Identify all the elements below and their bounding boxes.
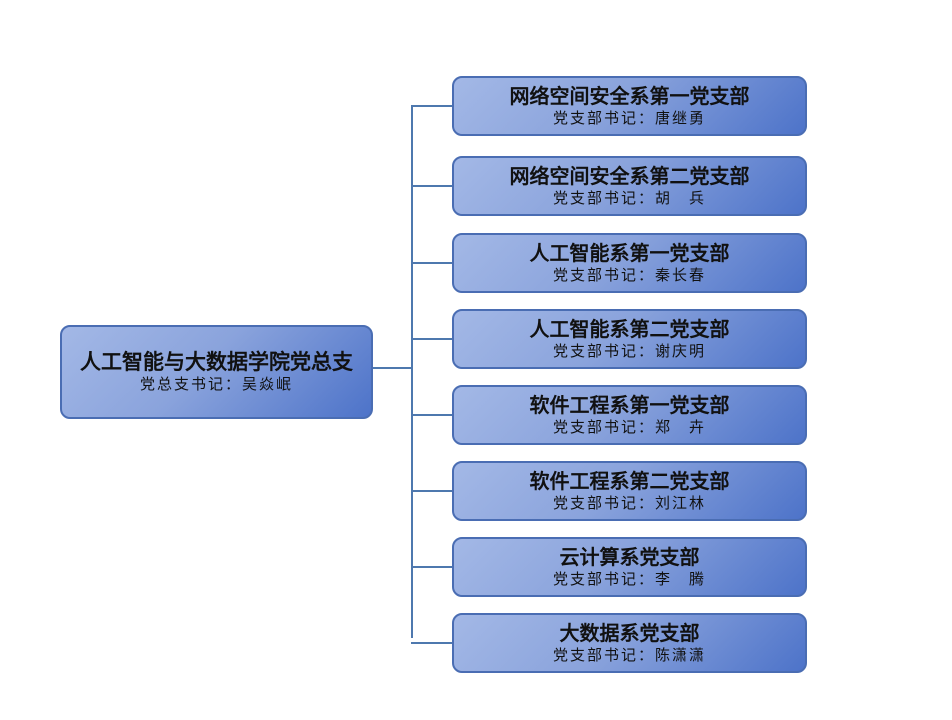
branch-title: 云计算系党支部: [559, 545, 700, 569]
branch-connector: [411, 185, 453, 187]
branch-secretary: 党支部书记：秦长春: [552, 266, 706, 284]
branch-title: 大数据系党支部: [559, 621, 700, 645]
root-secretary: 党总支书记：吴焱岷: [139, 375, 293, 393]
branch-title: 人工智能系第一党支部: [529, 241, 730, 265]
branch-connector: [411, 642, 453, 644]
branch-node[interactable]: 网络空间安全系第二党支部党支部书记：胡 兵: [452, 156, 807, 216]
branch-node[interactable]: 人工智能系第二党支部党支部书记：谢庆明: [452, 309, 807, 369]
branch-secretary: 党支部书记：李 腾: [552, 570, 706, 588]
branch-secretary: 党支部书记：陈潇潇: [552, 646, 706, 664]
branch-node[interactable]: 大数据系党支部党支部书记：陈潇潇: [452, 613, 807, 673]
branch-title: 网络空间安全系第一党支部: [509, 84, 750, 108]
branch-title: 软件工程系第二党支部: [529, 469, 730, 493]
branch-node[interactable]: 软件工程系第二党支部党支部书记：刘江林: [452, 461, 807, 521]
branch-node[interactable]: 人工智能系第一党支部党支部书记：秦长春: [452, 233, 807, 293]
branch-title: 人工智能系第二党支部: [529, 317, 730, 341]
root-title: 人工智能与大数据学院党总支: [80, 349, 353, 374]
branch-connector: [411, 414, 453, 416]
branch-node[interactable]: 网络空间安全系第一党支部党支部书记：唐继勇: [452, 76, 807, 136]
branch-connector: [411, 105, 453, 107]
branch-secretary: 党支部书记：郑 卉: [552, 418, 706, 436]
branch-connector: [411, 490, 453, 492]
branch-node[interactable]: 软件工程系第一党支部党支部书记：郑 卉: [452, 385, 807, 445]
branch-secretary: 党支部书记：唐继勇: [552, 109, 706, 127]
branch-secretary: 党支部书记：刘江林: [552, 494, 706, 512]
branch-node[interactable]: 云计算系党支部党支部书记：李 腾: [452, 537, 807, 597]
branch-title: 网络空间安全系第二党支部: [509, 164, 750, 188]
branch-connector: [411, 338, 453, 340]
root-connector: [372, 367, 413, 369]
root-node[interactable]: 人工智能与大数据学院党总支 党总支书记：吴焱岷: [60, 325, 373, 419]
vertical-connector: [411, 105, 413, 638]
branch-connector: [411, 262, 453, 264]
branch-secretary: 党支部书记：谢庆明: [552, 342, 706, 360]
branch-secretary: 党支部书记：胡 兵: [552, 189, 706, 207]
branch-connector: [411, 566, 453, 568]
branch-title: 软件工程系第一党支部: [529, 393, 730, 417]
